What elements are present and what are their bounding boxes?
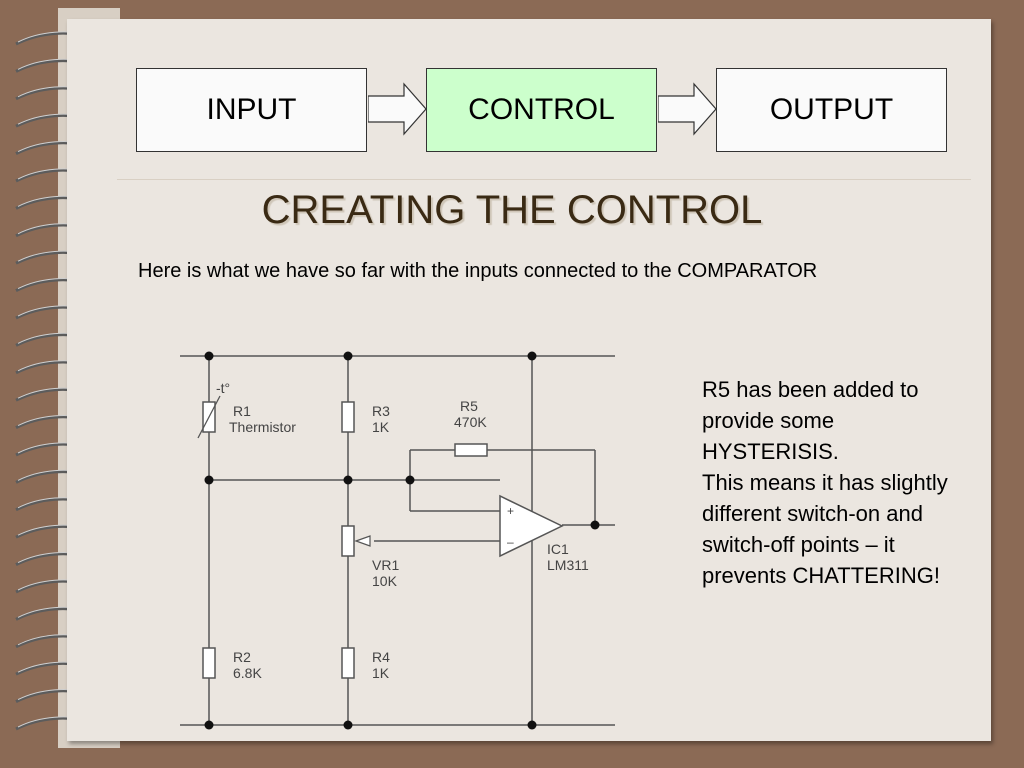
intro-text: Here is what we have so far with the inp… (138, 260, 818, 282)
r5-value: 470K (454, 414, 487, 430)
arrow-icon (368, 82, 427, 136)
junction-dot (204, 351, 214, 361)
r4-name: R4 (372, 649, 390, 665)
r2-value: 6.8K (233, 665, 262, 681)
control-block: CONTROL (426, 68, 657, 152)
note-line: This means it has slightly different swi… (702, 470, 948, 588)
slide-title: CREATING THE CONTROL (261, 188, 763, 232)
r2-resistor (202, 647, 216, 679)
r1-value: Thermistor (229, 419, 296, 435)
r1-symbol: -t° (216, 380, 230, 396)
input-block: INPUT (136, 68, 367, 152)
vr1-potentiometer (341, 525, 355, 557)
junction-dot (527, 351, 537, 361)
r4-resistor (341, 647, 355, 679)
op-amp-ic1 (499, 494, 564, 558)
r1-name: R1 (233, 403, 251, 419)
output-block-label: OUTPUT (769, 93, 894, 126)
junction-dot (590, 520, 600, 530)
vr1-value: 10K (372, 573, 398, 589)
r4-value: 1K (372, 665, 390, 681)
junction-dot (343, 720, 353, 730)
junction-dot (204, 475, 214, 485)
junction-dot (343, 351, 353, 361)
junction-dot (204, 720, 214, 730)
ic1-name: IC1 (547, 541, 569, 557)
op-amp-minus: – (507, 535, 514, 549)
arrow-icon (658, 82, 717, 136)
r5-name: R5 (460, 398, 478, 414)
ic1-value: LM311 (547, 557, 589, 573)
control-block-label: CONTROL (468, 93, 615, 126)
input-block-label: INPUT (206, 93, 297, 126)
note-line: R5 has been added to provide some HYSTER… (702, 377, 919, 464)
hysteresis-note: R5 has been added to provide some HYSTER… (702, 374, 952, 591)
op-amp-plus: + (507, 504, 514, 518)
vr1-name: VR1 (372, 557, 399, 573)
divider (117, 179, 971, 180)
r3-name: R3 (372, 403, 390, 419)
output-block: OUTPUT (716, 68, 947, 152)
r3-resistor (341, 401, 355, 433)
r2-name: R2 (233, 649, 251, 665)
junction-dot (343, 475, 353, 485)
thermistor-slash (197, 395, 221, 439)
r5-resistor (454, 443, 488, 457)
r3-value: 1K (372, 419, 390, 435)
wiper-arrow-icon (354, 535, 371, 547)
junction-dot (405, 475, 415, 485)
circuit-diagram: + – -t° R1 Thermistor R2 6.8K R3 1K VR1 … (180, 351, 615, 730)
junction-dot (527, 720, 537, 730)
